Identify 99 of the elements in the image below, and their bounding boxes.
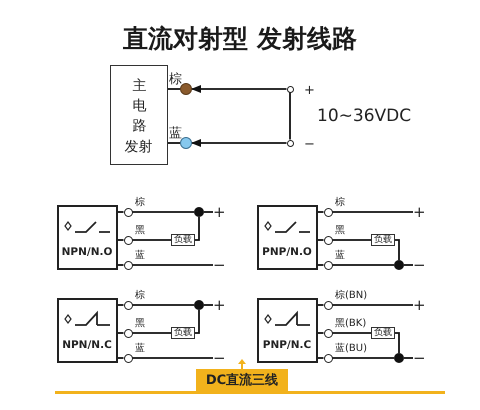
wire — [118, 304, 124, 306]
terminal-circle — [124, 236, 132, 244]
terminal-circle — [124, 328, 132, 338]
wire-color-label: 蓝 — [135, 250, 145, 262]
wire — [168, 142, 180, 144]
wire-color-label: 棕 — [335, 197, 345, 209]
terminal-dot — [180, 83, 192, 95]
title: 直流对射型 发射线路 — [122, 23, 358, 55]
wire-color-label: 黑 — [135, 318, 145, 330]
wire — [332, 357, 394, 359]
voltage-label: 10~36VDC — [317, 106, 412, 126]
wire — [118, 357, 124, 359]
polarity-sign: − — [213, 256, 225, 274]
wire-color-label: 蓝(BU) — [335, 343, 367, 355]
junction-dot — [394, 353, 404, 363]
junction-dot — [194, 207, 204, 217]
wire-color-label: 黑 — [135, 225, 145, 237]
wire — [118, 332, 124, 334]
terminal-circle — [124, 300, 132, 310]
wire — [332, 239, 371, 241]
polarity-sign: − — [213, 349, 225, 367]
polarity-sign: + — [213, 203, 225, 221]
terminal-circle — [324, 260, 332, 270]
wire — [395, 332, 400, 353]
wire — [318, 264, 324, 266]
wire — [118, 239, 124, 241]
wire — [318, 304, 324, 306]
wire — [332, 332, 371, 334]
wire — [132, 239, 171, 241]
sensor-type-label: NPN/N.C — [61, 339, 113, 351]
sensor-box — [257, 298, 318, 363]
load-box: 负载 — [371, 327, 395, 339]
wire-color-label: 黑 — [335, 225, 345, 237]
wire-color-label: 蓝 — [335, 250, 345, 262]
wire-color-label: 蓝 — [135, 343, 145, 355]
wire — [132, 332, 171, 334]
sensor-box — [57, 205, 118, 270]
wire — [404, 264, 413, 266]
sensor-type-label: PNP/N.C — [262, 339, 312, 351]
terminal-circle — [286, 140, 294, 146]
terminal-circle — [324, 208, 332, 216]
load-box: 负载 — [171, 327, 195, 339]
section-banner: DC直流三线 — [196, 369, 288, 392]
wire — [118, 264, 124, 266]
wire — [332, 304, 413, 306]
wire — [132, 357, 213, 359]
wire — [195, 310, 200, 334]
wire — [132, 264, 213, 266]
junction-dot — [194, 300, 204, 310]
wire — [132, 304, 194, 306]
load-box: 负载 — [171, 234, 195, 246]
terminal-circle — [124, 260, 132, 270]
wire — [318, 239, 324, 241]
polarity-sign: + — [304, 83, 315, 98]
polarity-sign: + — [413, 296, 425, 314]
wire — [289, 92, 291, 140]
terminal-circle — [324, 300, 332, 310]
junction-dot — [394, 260, 404, 270]
box-label: 主电路 — [132, 77, 148, 136]
polarity-sign: + — [213, 296, 225, 314]
wire-color-label: 黑(BK) — [335, 318, 366, 330]
load-box: 负载 — [371, 234, 395, 246]
wire — [318, 332, 324, 334]
polarity-sign: − — [413, 256, 425, 274]
terminal-dot — [180, 137, 192, 149]
wire — [132, 211, 194, 213]
wire — [395, 239, 400, 260]
wire-color-label: 棕 — [135, 290, 145, 302]
terminal-circle — [324, 354, 332, 362]
wire — [404, 357, 413, 359]
polarity-sign: − — [304, 137, 315, 152]
polarity-sign: − — [413, 349, 425, 367]
wire-color-label: 棕 — [135, 197, 145, 209]
wire — [168, 88, 180, 90]
box-label: 发射 — [124, 138, 154, 156]
arrow — [191, 85, 286, 93]
terminal-circle — [124, 354, 132, 362]
sensor-box — [257, 205, 318, 270]
emitter-box — [110, 65, 168, 165]
sensor-type-label: NPN/N.O — [60, 246, 114, 258]
terminal-circle — [286, 86, 294, 92]
wire — [195, 217, 200, 241]
arrow — [191, 139, 286, 147]
wire — [318, 211, 324, 213]
terminal-circle — [124, 208, 132, 216]
sensor-type-label: PNP/N.O — [261, 246, 313, 258]
wire — [332, 211, 413, 213]
polarity-sign: + — [413, 203, 425, 221]
terminal-circle — [324, 328, 332, 338]
wire — [204, 304, 213, 306]
wire-color-label: 棕(BN) — [335, 290, 368, 302]
wire — [118, 211, 124, 213]
wire — [332, 264, 394, 266]
wire — [204, 211, 213, 213]
wire-color-label: 蓝 — [169, 126, 182, 141]
sensor-box — [57, 298, 118, 363]
wire — [318, 357, 324, 359]
terminal-circle — [324, 236, 332, 244]
wire-color-label: 棕 — [169, 72, 182, 87]
